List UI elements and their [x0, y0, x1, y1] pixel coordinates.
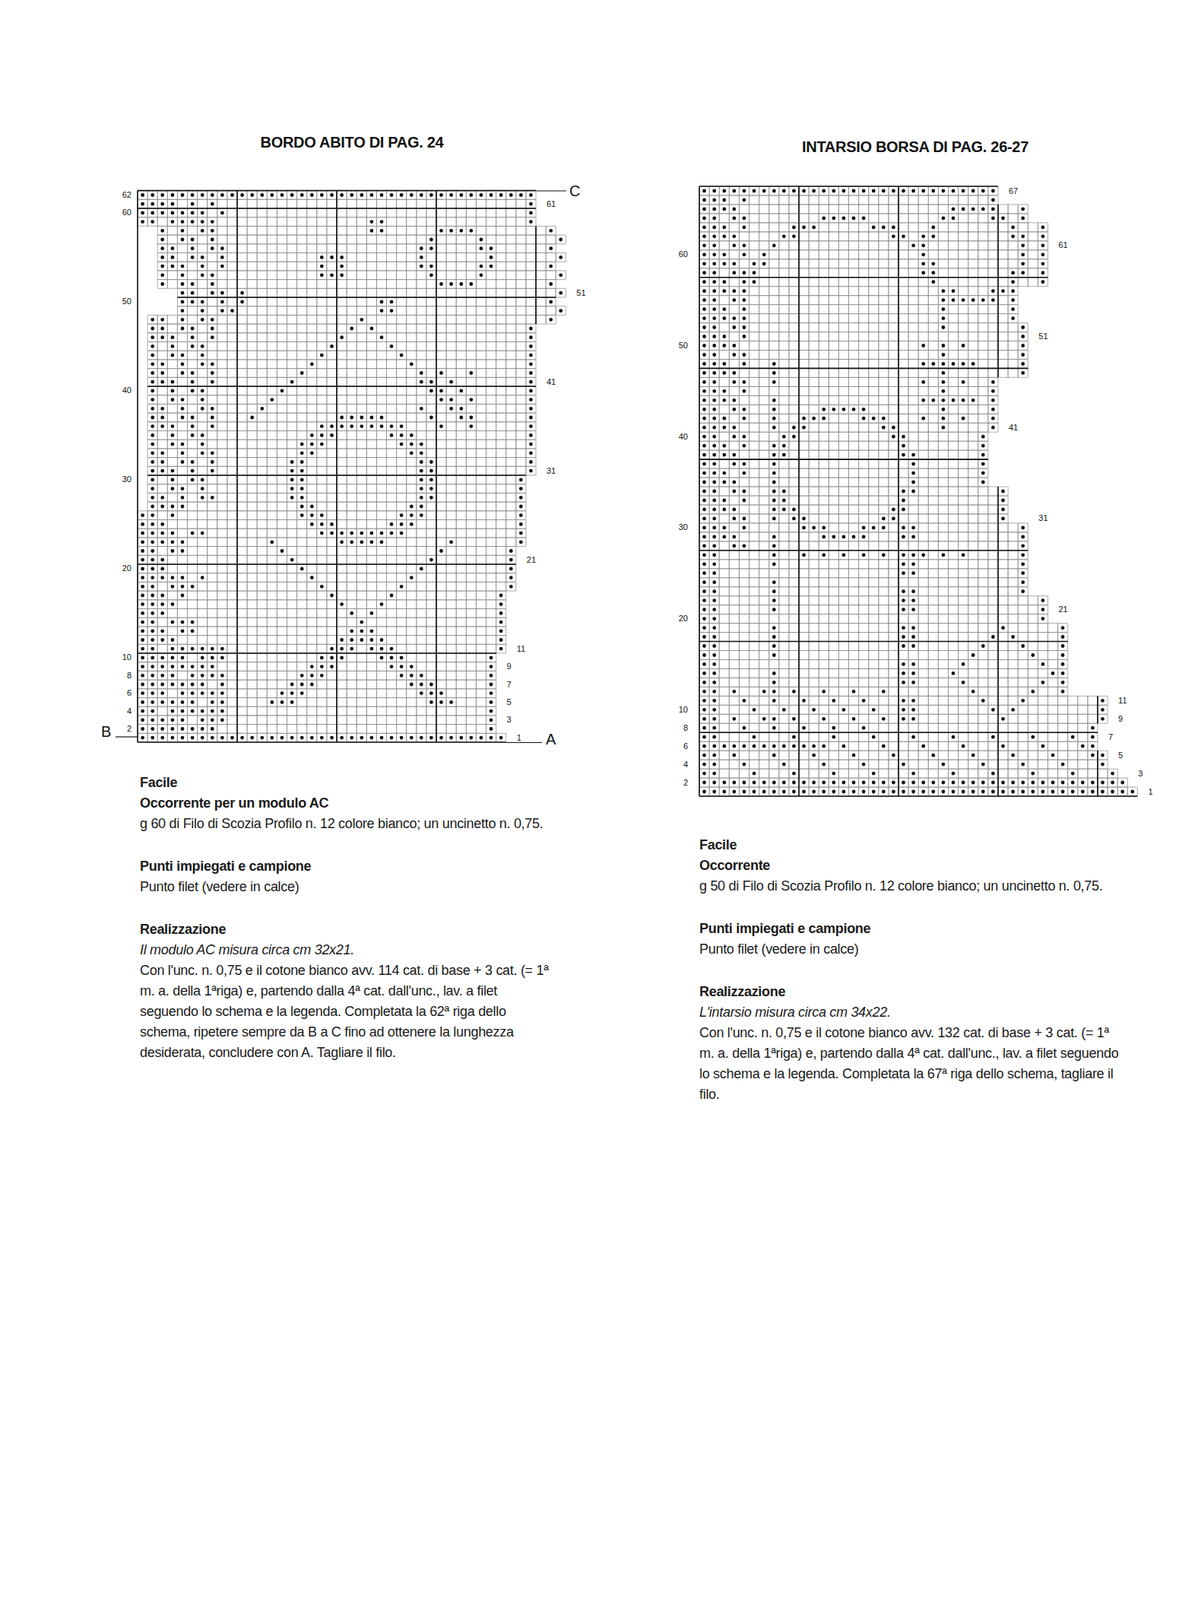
- chart-major-line: [137, 190, 556, 742]
- text-column: FacileOccorrente per un modulo ACg 60 di…: [139, 772, 551, 1063]
- body-text: g 50 di Filo di Scozia Profilo n. 12 col…: [699, 875, 1126, 897]
- body-text: Punto filet (vedere in calce): [699, 938, 1126, 960]
- row-number: 51: [1038, 332, 1048, 341]
- row-number: 8: [683, 723, 688, 733]
- chart-grid: [699, 186, 1138, 796]
- reference-line: [115, 735, 138, 737]
- row-number: 40: [122, 386, 132, 395]
- section-heading: Occorrente: [699, 855, 1126, 876]
- reference-line: [506, 741, 542, 743]
- row-number: 7: [507, 680, 512, 689]
- text-column: FacileOccorrenteg 50 di Filo di Scozia P…: [699, 834, 1126, 1105]
- row-number: 21: [1058, 605, 1069, 614]
- body-text: Il modulo AC misura circa cm 32x21.: [139, 939, 551, 961]
- row-number: 10: [678, 705, 688, 714]
- row-number: 30: [122, 475, 132, 484]
- row-number: 7: [1108, 732, 1113, 742]
- reference-letter: B: [101, 722, 111, 741]
- body-text: Con l'unc. n. 0,75 e il cotone bianco av…: [139, 960, 551, 1063]
- chart-title: BORDO ABITO DI PAG. 24: [260, 133, 444, 152]
- row-number: 8: [126, 671, 132, 680]
- row-number: 5: [1118, 751, 1123, 760]
- section-heading: Realizzazione: [699, 981, 1126, 1002]
- row-number: 4: [126, 706, 132, 716]
- row-number: 50: [122, 297, 132, 306]
- section-heading: Facile: [139, 772, 551, 793]
- row-number: 3: [507, 715, 512, 724]
- reference-letter: A: [545, 729, 556, 748]
- row-number: 9: [1118, 714, 1123, 723]
- row-number: 1: [1147, 787, 1153, 796]
- row-number: 11: [516, 644, 526, 653]
- reference-line: [535, 190, 567, 191]
- body-text: Con l'unc. n. 0,75 e il cotone bianco av…: [699, 1022, 1126, 1105]
- row-number: 2: [126, 724, 132, 733]
- row-number: 41: [546, 377, 556, 387]
- section-heading: Punti impiegati e campione: [699, 918, 1126, 939]
- row-number: 6: [683, 741, 688, 751]
- row-number: 20: [122, 564, 132, 573]
- row-number: 40: [678, 432, 688, 441]
- row-number: 50: [678, 341, 688, 350]
- row-number: 62: [122, 190, 132, 200]
- section-heading: Occorrente per un modulo AC: [139, 792, 551, 814]
- row-number: 6: [126, 688, 132, 698]
- reference-letter: C: [569, 181, 580, 200]
- row-number: 3: [1137, 769, 1143, 778]
- row-number: 41: [1008, 423, 1018, 432]
- row-number: 4: [683, 760, 688, 769]
- row-number: 2: [683, 778, 688, 787]
- row-number: 1: [516, 733, 522, 742]
- section-heading: Realizzazione: [139, 919, 551, 940]
- body-text: L'intarsio misura circa cm 34x22.: [699, 1001, 1126, 1023]
- row-number: 5: [507, 697, 512, 707]
- row-number: 9: [507, 662, 512, 671]
- chart-grid: [137, 190, 566, 742]
- row-number: 30: [678, 522, 688, 532]
- row-number: 21: [526, 555, 536, 565]
- row-number: 67: [1008, 186, 1018, 196]
- section-heading: Punti impiegati e campione: [139, 855, 551, 877]
- body-text: g 60 di Filo di Scozia Profilo n. 12 col…: [139, 813, 551, 834]
- chart-major-line: [699, 186, 1138, 796]
- row-number: 31: [546, 466, 556, 476]
- row-number: 51: [576, 288, 586, 298]
- filet-dot: [702, 189, 1135, 794]
- row-number: 11: [1118, 696, 1127, 705]
- filet-dot: [140, 193, 563, 739]
- row-number: 61: [546, 199, 556, 209]
- row-number: 60: [122, 208, 132, 217]
- row-number: 61: [1058, 240, 1069, 250]
- body-text: Punto filet (vedere in calce): [139, 876, 551, 897]
- row-number: 20: [678, 614, 688, 623]
- row-number: 31: [1038, 513, 1048, 523]
- chart-title: INTARSIO BORSA DI PAG. 26-27: [801, 137, 1029, 156]
- row-number: 60: [678, 250, 688, 259]
- section-heading: Facile: [699, 834, 1126, 856]
- row-number: 10: [122, 652, 132, 662]
